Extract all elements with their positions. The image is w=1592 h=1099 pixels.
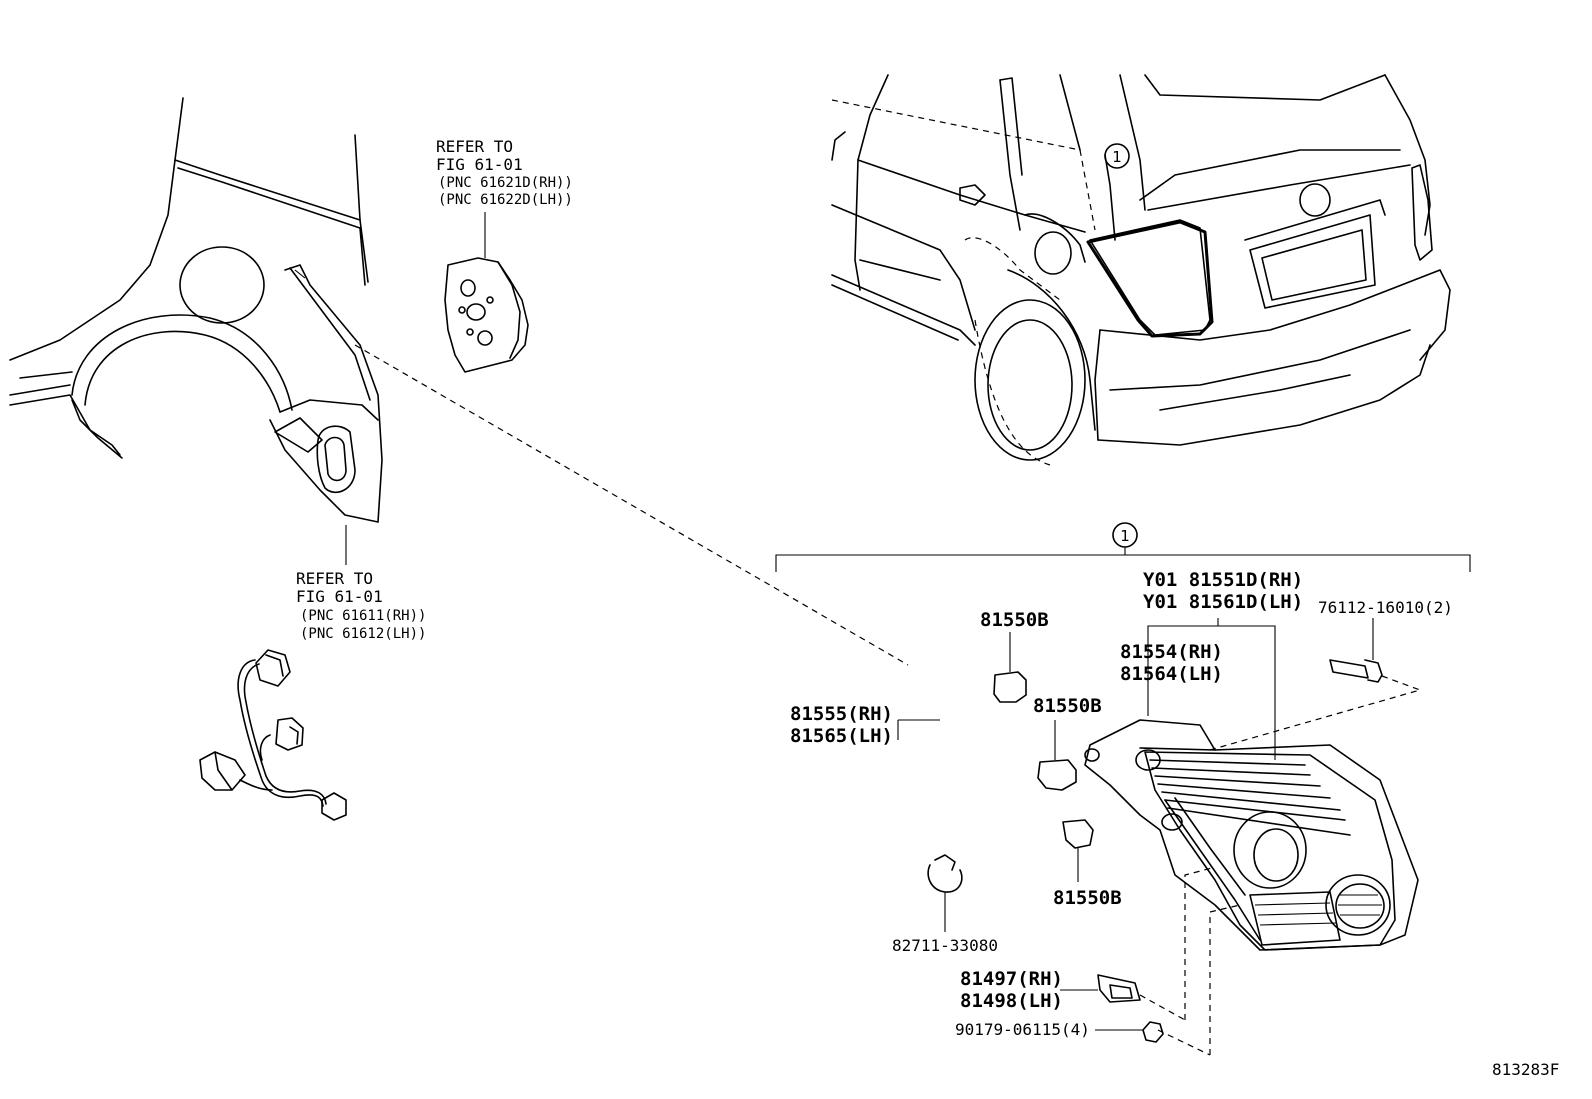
bulb-3 — [1062, 819, 1094, 882]
locator-dashes — [1139, 867, 1241, 1056]
wiring-harness-drawing — [199, 649, 347, 821]
label-81550B-b: 81550B — [1033, 695, 1102, 717]
label-81564: 81564(LH) — [1120, 663, 1223, 685]
label-76112: 76112-16010(2) — [1318, 598, 1453, 617]
quarter-panel-drawing — [9, 97, 383, 565]
label-81550B-a: 81550B — [980, 609, 1049, 631]
label-81561D: Y01 81561D(LH) — [1143, 591, 1303, 613]
label-81498: 81498(LH) — [960, 990, 1063, 1012]
label-90179: 90179-06115(4) — [955, 1020, 1090, 1039]
refer-bottom-line2: FIG 61-01 — [296, 587, 383, 606]
bulb-2 — [1037, 720, 1077, 791]
label-81565: 81565(LH) — [790, 725, 893, 747]
car-rear-drawing: 1 — [831, 74, 1451, 466]
tail-lamp-drawing — [1084, 618, 1419, 951]
label-81550B-c: 81550B — [1053, 887, 1122, 909]
refer-top-line2: FIG 61-01 — [436, 155, 523, 174]
refer-bottom-line3: (PNC 61611(RH)) — [300, 608, 426, 624]
label-82711: 82711-33080 — [892, 936, 998, 955]
leader-line — [354, 344, 909, 666]
figure-id: 813283F — [1492, 1060, 1559, 1079]
assembly-bracket: 1 — [775, 522, 1471, 572]
label-81551D: Y01 81551D(RH) — [1143, 569, 1303, 591]
clamp-drawing — [927, 854, 963, 932]
screw-drawing — [1209, 618, 1422, 751]
bulb-1 — [993, 632, 1027, 703]
refer-top-line4: (PNC 61622D(LH)) — [438, 192, 573, 208]
refer-top-line1: REFER TO — [436, 137, 513, 156]
refer-bottom-line1: REFER TO — [296, 569, 373, 588]
label-81497: 81497(RH) — [960, 968, 1063, 990]
label-81554: 81554(RH) — [1120, 641, 1223, 663]
refer-top-line3: (PNC 61621D(RH)) — [438, 175, 573, 191]
refer-bottom-line4: (PNC 61612(LH)) — [300, 626, 426, 642]
label-81555: 81555(RH) — [790, 703, 893, 725]
callout-1-assembly: 1 — [1120, 527, 1130, 545]
socket-cover-drawing — [1060, 974, 1141, 1003]
nut-drawing — [1095, 1021, 1164, 1043]
callout-1-car: 1 — [1112, 148, 1122, 166]
inner-panel-drawing — [444, 212, 529, 373]
